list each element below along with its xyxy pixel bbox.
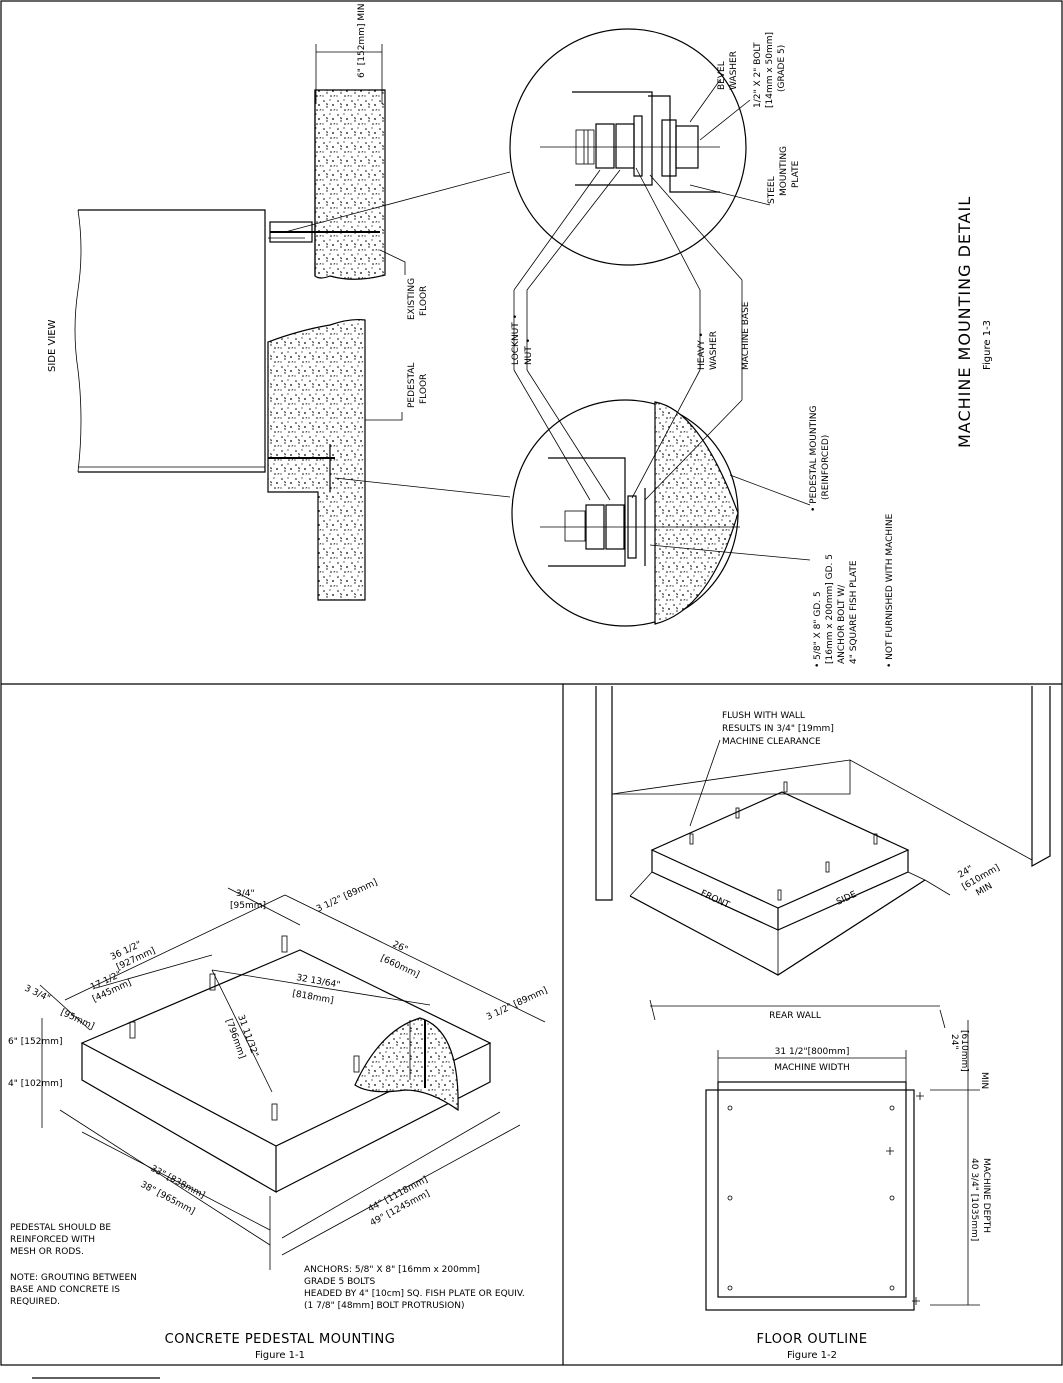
pedestal-mounting-label-2: (REINFORCED)	[821, 435, 831, 500]
front-label: FRONT	[699, 889, 732, 911]
pedestal-notes: PEDESTAL SHOULD BE REINFORCED WITH MESH …	[10, 1223, 525, 1311]
bevel-washer-label: BEVEL	[717, 61, 727, 90]
figure-1-1-title: CONCRETE PEDESTAL MOUNTING	[165, 1332, 396, 1347]
dim-26: 26"	[391, 940, 409, 956]
dim-3-1-2-a: 3 1/2" [89mm]	[315, 878, 379, 915]
note-anchors-3: HEADED BY 4" [10cm] SQ. FISH PLATE OR EQ…	[304, 1289, 525, 1299]
existing-floor-label-2: FLOOR	[419, 286, 429, 316]
steel-plate-label-3: PLATE	[791, 160, 801, 188]
heavy-washer-label-2: WASHER	[709, 331, 719, 370]
floor-plan-view: REAR WALL 31 1/2"[800mm] MACHINE WIDTH 2…	[649, 999, 991, 1311]
machine-depth-dim: 40 3/4" [1035mm]	[969, 1158, 979, 1241]
pedestal-isometric: FRONT SIDE	[629, 781, 926, 976]
note-grouting-1: NOTE: GROUTING BETWEEN	[10, 1273, 137, 1283]
bolt-label: 1/2" X 2" BOLT	[753, 42, 763, 108]
upper-bolt-detail	[509, 28, 747, 266]
pedestal-floor-label-2: FLOOR	[419, 374, 429, 404]
figure-1-3-number: Figure 1-3	[982, 320, 993, 370]
dim-95mm-b: [95mm]	[59, 1008, 96, 1032]
flush-note-2: RESULTS IN 3/4" [19mm]	[722, 724, 834, 734]
locknut-label: LOCKNUT •	[511, 314, 521, 365]
dim-3-1-2-b: 3 1/2" [89mm]	[485, 986, 549, 1023]
existing-floor-section: 6" [152mm] MIN EXISTING FLOOR	[268, 4, 429, 320]
min-6in-label: 6" [152mm] MIN	[357, 4, 367, 78]
dim-95mm-a: [95mm]	[230, 901, 266, 911]
machine-mounting-detail: SIDE VIEW 6" [152mm] MIN EXISTING FLOOR	[47, 4, 993, 668]
side-label: SIDE	[835, 890, 859, 908]
heavy-washer-label: HEAVY •	[697, 332, 707, 370]
bevel-washer-label-2: WASHER	[729, 51, 739, 90]
note-reinforce-1: PEDESTAL SHOULD BE	[10, 1223, 111, 1233]
note-grouting-3: REQUIRED.	[10, 1297, 60, 1307]
figure-1-2-number: Figure 1-2	[787, 1350, 837, 1361]
dim-6in: 6" [152mm]	[8, 1037, 62, 1047]
dim-3-4: 3/4"	[236, 889, 255, 899]
min-24-plan-3: MIN	[979, 1072, 989, 1089]
note-anchors-4: (1 7/8" [48mm] BOLT PROTRUSION)	[304, 1301, 464, 1311]
dim-660mm: [660mm]	[379, 954, 421, 981]
note-anchors-1: ANCHORS: 5/8" X 8" [16mm x 200mm]	[304, 1265, 480, 1275]
pedestal-dimension-lines	[39, 887, 546, 1270]
figure-1-1-number: Figure 1-1	[255, 1350, 305, 1361]
machine-width-dim: 31 1/2"[800mm]	[775, 1047, 850, 1057]
note-reinforce-2: REINFORCED WITH	[10, 1235, 95, 1245]
min-24-plan-1: 24"	[949, 1034, 959, 1050]
dim-4in: 4" [102mm]	[8, 1079, 62, 1089]
note-grouting-2: BASE AND CONCRETE IS	[10, 1285, 120, 1295]
pedestal-mounting-label: • PEDESTAL MOUNTING	[809, 406, 819, 512]
pedestal-block	[80, 949, 492, 1194]
rear-wall-label: REAR WALL	[769, 1011, 821, 1021]
bolt-label-2: [14mm x 50mm]	[765, 32, 775, 108]
figure-1-3-title: MACHINE MOUNTING DETAIL	[955, 196, 974, 448]
not-furnished-label: • NOT FURNISHED WITH MACHINE	[885, 513, 895, 668]
corner-walls	[595, 686, 1051, 901]
figure-1-2-title: FLOOR OUTLINE	[756, 1332, 867, 1347]
min-24-plan-2: [610mm]	[959, 1030, 969, 1072]
bolt-label-3: (GRADE 5)	[777, 45, 787, 92]
flush-note-3: MACHINE CLEARANCE	[722, 737, 821, 747]
dim-818mm: [818mm]	[291, 989, 334, 1006]
machine-base-label: MACHINE BASE	[741, 301, 751, 370]
anchor-bolt-label-4: 4" SQUARE FISH PLATE	[849, 560, 859, 664]
existing-floor-label: EXISTING	[407, 278, 417, 320]
anchor-bolt-label-3: ANCHOR BOLT W/	[837, 584, 847, 664]
steel-plate-label: STEEL	[767, 176, 777, 204]
machine-side-view: SIDE VIEW	[47, 209, 266, 473]
note-reinforce-3: MESH OR RODS.	[10, 1247, 84, 1257]
machine-width-label: MACHINE WIDTH	[774, 1063, 850, 1073]
dim-3-3-4: 3 3/4"	[23, 984, 52, 1005]
flush-note-1: FLUSH WITH WALL	[722, 711, 805, 721]
note-anchors-2: GRADE 5 BOLTS	[304, 1277, 375, 1287]
pedestal-floor-section: PEDESTAL FLOOR	[267, 318, 429, 601]
anchor-bolt-label: • 5/8" X 8" GD. 5	[813, 591, 823, 668]
anchor-bolt-label-2: [16mm x 200mm] GD. 5	[825, 554, 835, 664]
floor-outline: FRONT SIDE FLUSH WITH WALL RESULTS IN 3/…	[595, 686, 1051, 1361]
side-view-label: SIDE VIEW	[47, 319, 58, 372]
concrete-pedestal-mounting: 3/4" [95mm] 3 1/2" [89mm] 36 1/2" [927mm…	[8, 878, 549, 1361]
steel-plate-label-2: MOUNTING	[779, 146, 789, 196]
detail-callout-leaders	[513, 79, 811, 561]
pedestal-floor-label: PEDESTAL	[407, 363, 417, 408]
lower-bolt-detail	[511, 399, 740, 627]
machine-depth-label: MACHINE DEPTH	[981, 1158, 991, 1233]
anchor-bolts	[129, 935, 360, 1121]
nut-label: NUT •	[524, 338, 534, 365]
dim-32-13-64: 32 13/64"	[295, 973, 340, 991]
